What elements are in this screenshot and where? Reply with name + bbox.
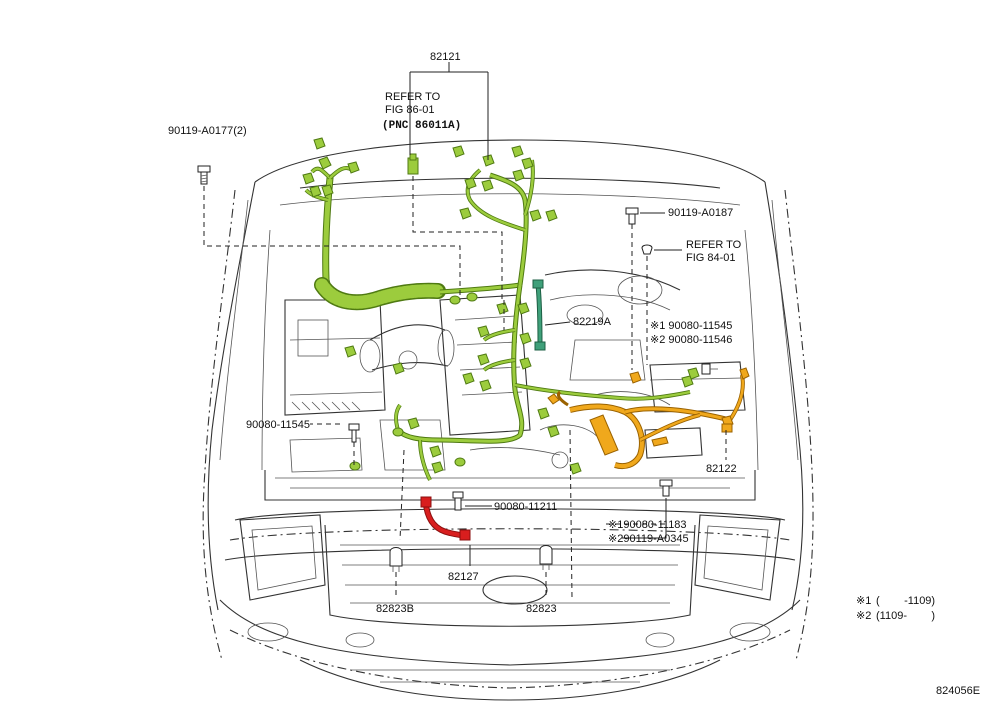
- hardware: [197, 153, 733, 572]
- connector-icon: [347, 161, 360, 174]
- label-82127: 82127: [448, 571, 479, 583]
- connector-icon: [344, 345, 357, 358]
- connector-icon: [511, 145, 524, 158]
- vehicle-body: [202, 139, 814, 701]
- connector-icon: [651, 436, 669, 447]
- connector-icon: [459, 207, 472, 220]
- label-82122: 82122: [706, 463, 737, 475]
- connector-icon: [545, 209, 558, 222]
- footnote-2-text: (1109- ): [876, 610, 935, 622]
- connector-icon: [681, 375, 694, 388]
- label-bolt-90080-11211: 90080-11211: [494, 501, 557, 513]
- connector-icon: [321, 184, 334, 197]
- footnote-1-text: ( -1109): [876, 595, 935, 607]
- connector-icon: [496, 302, 509, 315]
- label-bolt-90119-a0187: 90119-A0187: [668, 207, 733, 219]
- bolt-icon: [452, 491, 464, 511]
- connector-icon: [547, 393, 560, 405]
- clip-icon: [348, 423, 360, 443]
- label-clip-90080-11546: ※2 90080-11546: [650, 334, 732, 346]
- connector-icon: [739, 367, 750, 380]
- connector-icon: [519, 332, 532, 345]
- leader-lines: [203, 62, 727, 599]
- grommet-icon: [466, 292, 478, 302]
- cowl-wire-harness-82122: [547, 367, 750, 470]
- injector-harness-82219A: [532, 279, 546, 351]
- connector-icon: [459, 529, 471, 541]
- connector-icon: [462, 372, 475, 385]
- connector-icon: [389, 547, 403, 572]
- connector-icon: [534, 341, 546, 351]
- connector-icon: [519, 357, 532, 370]
- connector-icon: [420, 496, 432, 508]
- grommet-icon: [454, 457, 466, 467]
- clip-icon: [701, 363, 718, 375]
- bolt-icon: [197, 165, 211, 185]
- connector-icon: [512, 169, 525, 182]
- connector-icon: [309, 185, 322, 198]
- footnotes: ※1 ( -1109) ※2 (1109- ): [856, 595, 935, 622]
- engine-wire-harness-82121: [304, 159, 691, 481]
- figure-id: 824056E: [936, 685, 980, 697]
- battery-wire-82127: [420, 496, 471, 541]
- label-refer-to-2: REFER TO: [686, 239, 742, 251]
- label-82823b: 82823B: [376, 603, 414, 615]
- callout-labels: 82121 REFER TO FIG 86-01 (PNC 86011A) 90…: [168, 51, 742, 615]
- footnote-1-mark: ※1: [856, 595, 871, 607]
- label-bolt-90119-a0177: 90119-A0177(2): [168, 125, 247, 137]
- connector-icon: [464, 177, 477, 190]
- connector-icon: [517, 302, 530, 315]
- connector-icon: [318, 156, 332, 170]
- grommet-icon: [449, 295, 461, 305]
- label-bolt-90080-11183: ※190080-11183: [608, 519, 687, 531]
- connector-icon: [429, 445, 442, 458]
- connector-icon: [452, 145, 465, 158]
- label-fig-84-01: FIG 84-01: [686, 252, 736, 264]
- label-pnc-86011a: (PNC 86011A): [382, 120, 461, 132]
- connector-icon: [532, 279, 544, 289]
- connector-icon: [537, 407, 550, 420]
- connector-icon: [313, 137, 326, 150]
- connector-icon: [477, 325, 490, 338]
- connector-icon: [569, 462, 582, 475]
- label-82219a: 82219A: [573, 316, 612, 328]
- label-refer-to-1: REFER TO: [385, 91, 441, 103]
- label-82121: 82121: [430, 51, 461, 63]
- footnote-2-mark: ※2: [856, 610, 871, 622]
- label-fig-86-01: FIG 86-01: [385, 104, 435, 116]
- connector-icon: [529, 209, 542, 222]
- connector-icon: [539, 545, 553, 570]
- connector-icon: [407, 153, 419, 175]
- connector-icon: [481, 179, 494, 192]
- grommet-icon: [392, 427, 404, 437]
- connector-icon: [392, 362, 405, 375]
- connector-icon: [629, 371, 642, 384]
- grommet-icon: [349, 461, 361, 471]
- clip-icon: [641, 244, 653, 255]
- clip-icon: [721, 423, 733, 433]
- bolt-icon: [625, 207, 639, 225]
- connector-icon: [477, 353, 490, 366]
- bolt-icon: [659, 479, 673, 497]
- connector-icon: [547, 425, 560, 438]
- harness-connectors: [302, 137, 700, 475]
- label-82823: 82823: [526, 603, 557, 615]
- connector-icon: [302, 172, 315, 185]
- label-clip-90080-11545: ※1 90080-11545: [650, 320, 732, 332]
- label-bolt-90119-a0345: ※290119-A0345: [608, 533, 689, 545]
- engine-components: [284, 269, 746, 473]
- label-clip-left-90080-11545: 90080-11545: [246, 419, 310, 431]
- connector-icon: [407, 417, 420, 430]
- connector-icon: [479, 379, 492, 392]
- connector-icon: [431, 461, 444, 474]
- connector-icon: [521, 157, 534, 170]
